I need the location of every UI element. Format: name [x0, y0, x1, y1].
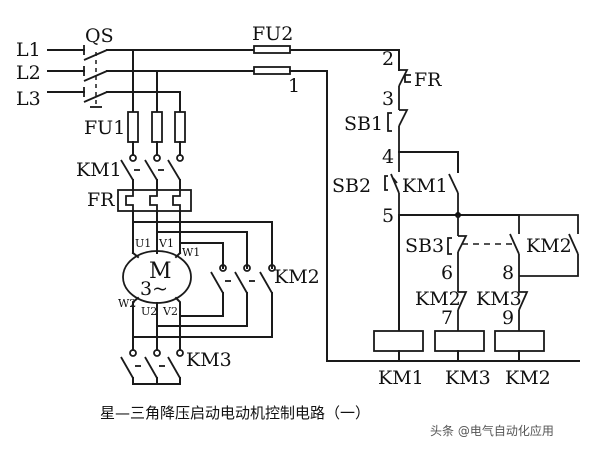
label-qs: QS — [85, 25, 114, 47]
km2-main-contacts — [210, 264, 276, 338]
fr-thermal-element — [117, 189, 192, 212]
coil-km1 — [373, 330, 424, 352]
branch-km2 — [509, 214, 579, 331]
node-4: 4 — [382, 146, 394, 168]
node5-bus — [398, 212, 520, 332]
label-sb1: SB1 — [344, 113, 383, 135]
branch-km3 — [447, 215, 512, 331]
node-6: 6 — [441, 262, 453, 284]
node-3: 3 — [382, 88, 394, 110]
label-km3-interlock: KM3 — [476, 288, 522, 310]
qs-switch — [83, 49, 108, 108]
coil-label-km2: KM2 — [505, 367, 551, 389]
label-fu1: FU1 — [84, 117, 125, 139]
return-line — [289, 70, 580, 362]
label-fr-contact: FR — [414, 69, 442, 91]
motor: M 3~ — [122, 250, 192, 304]
terminal-w1: W1 — [182, 246, 200, 259]
motor-symbol: M — [149, 259, 172, 284]
label-km2-main: KM2 — [274, 266, 320, 288]
node-5: 5 — [382, 205, 394, 227]
node-9: 9 — [502, 307, 514, 329]
coil-km3 — [434, 330, 485, 352]
terminal-u1: U1 — [135, 237, 151, 250]
label-fu2: FU2 — [252, 23, 293, 45]
fu1-fuses — [127, 111, 186, 162]
terminal-v2: V2 — [162, 305, 178, 318]
terminal-w2: W2 — [118, 297, 136, 310]
label-sb3: SB3 — [405, 235, 444, 257]
node-2: 2 — [382, 48, 394, 70]
incoming-lines — [47, 45, 85, 97]
diagram-caption: 星—三角降压启动电动机控制电路（一） — [100, 404, 371, 422]
label-km1-hold: KM1 — [402, 175, 448, 197]
node-8: 8 — [502, 262, 514, 284]
label-km2-interlock: KM2 — [415, 288, 461, 310]
km1-main-contacts — [120, 159, 181, 191]
label-l1: L1 — [16, 39, 41, 61]
label-fr-thermal: FR — [87, 189, 115, 211]
control-rail — [384, 49, 459, 218]
motor-supply-wires — [132, 210, 273, 269]
fu2-fuses — [253, 45, 291, 75]
motor-type: 3~ — [140, 278, 168, 300]
coil-km2 — [494, 330, 545, 352]
motor-star-wires — [132, 296, 273, 351]
terminal-v1: V1 — [158, 237, 174, 250]
label-sb2: SB2 — [332, 175, 371, 197]
watermark: 头条 @电气自动化应用 — [430, 424, 554, 438]
label-l3: L3 — [16, 88, 41, 110]
coil-label-km3: KM3 — [445, 367, 491, 389]
coils — [373, 330, 545, 362]
terminal-u2: U2 — [141, 305, 157, 318]
km3-main-contacts — [120, 349, 184, 385]
node-1: 1 — [288, 75, 300, 97]
node-7: 7 — [441, 307, 453, 329]
label-km2-hold: KM2 — [526, 235, 572, 257]
label-km3-main: KM3 — [186, 349, 232, 371]
coil-label-km1: KM1 — [378, 367, 424, 389]
power-bus — [106, 49, 386, 113]
label-km1-main: KM1 — [76, 159, 122, 181]
label-l2: L2 — [16, 62, 41, 84]
